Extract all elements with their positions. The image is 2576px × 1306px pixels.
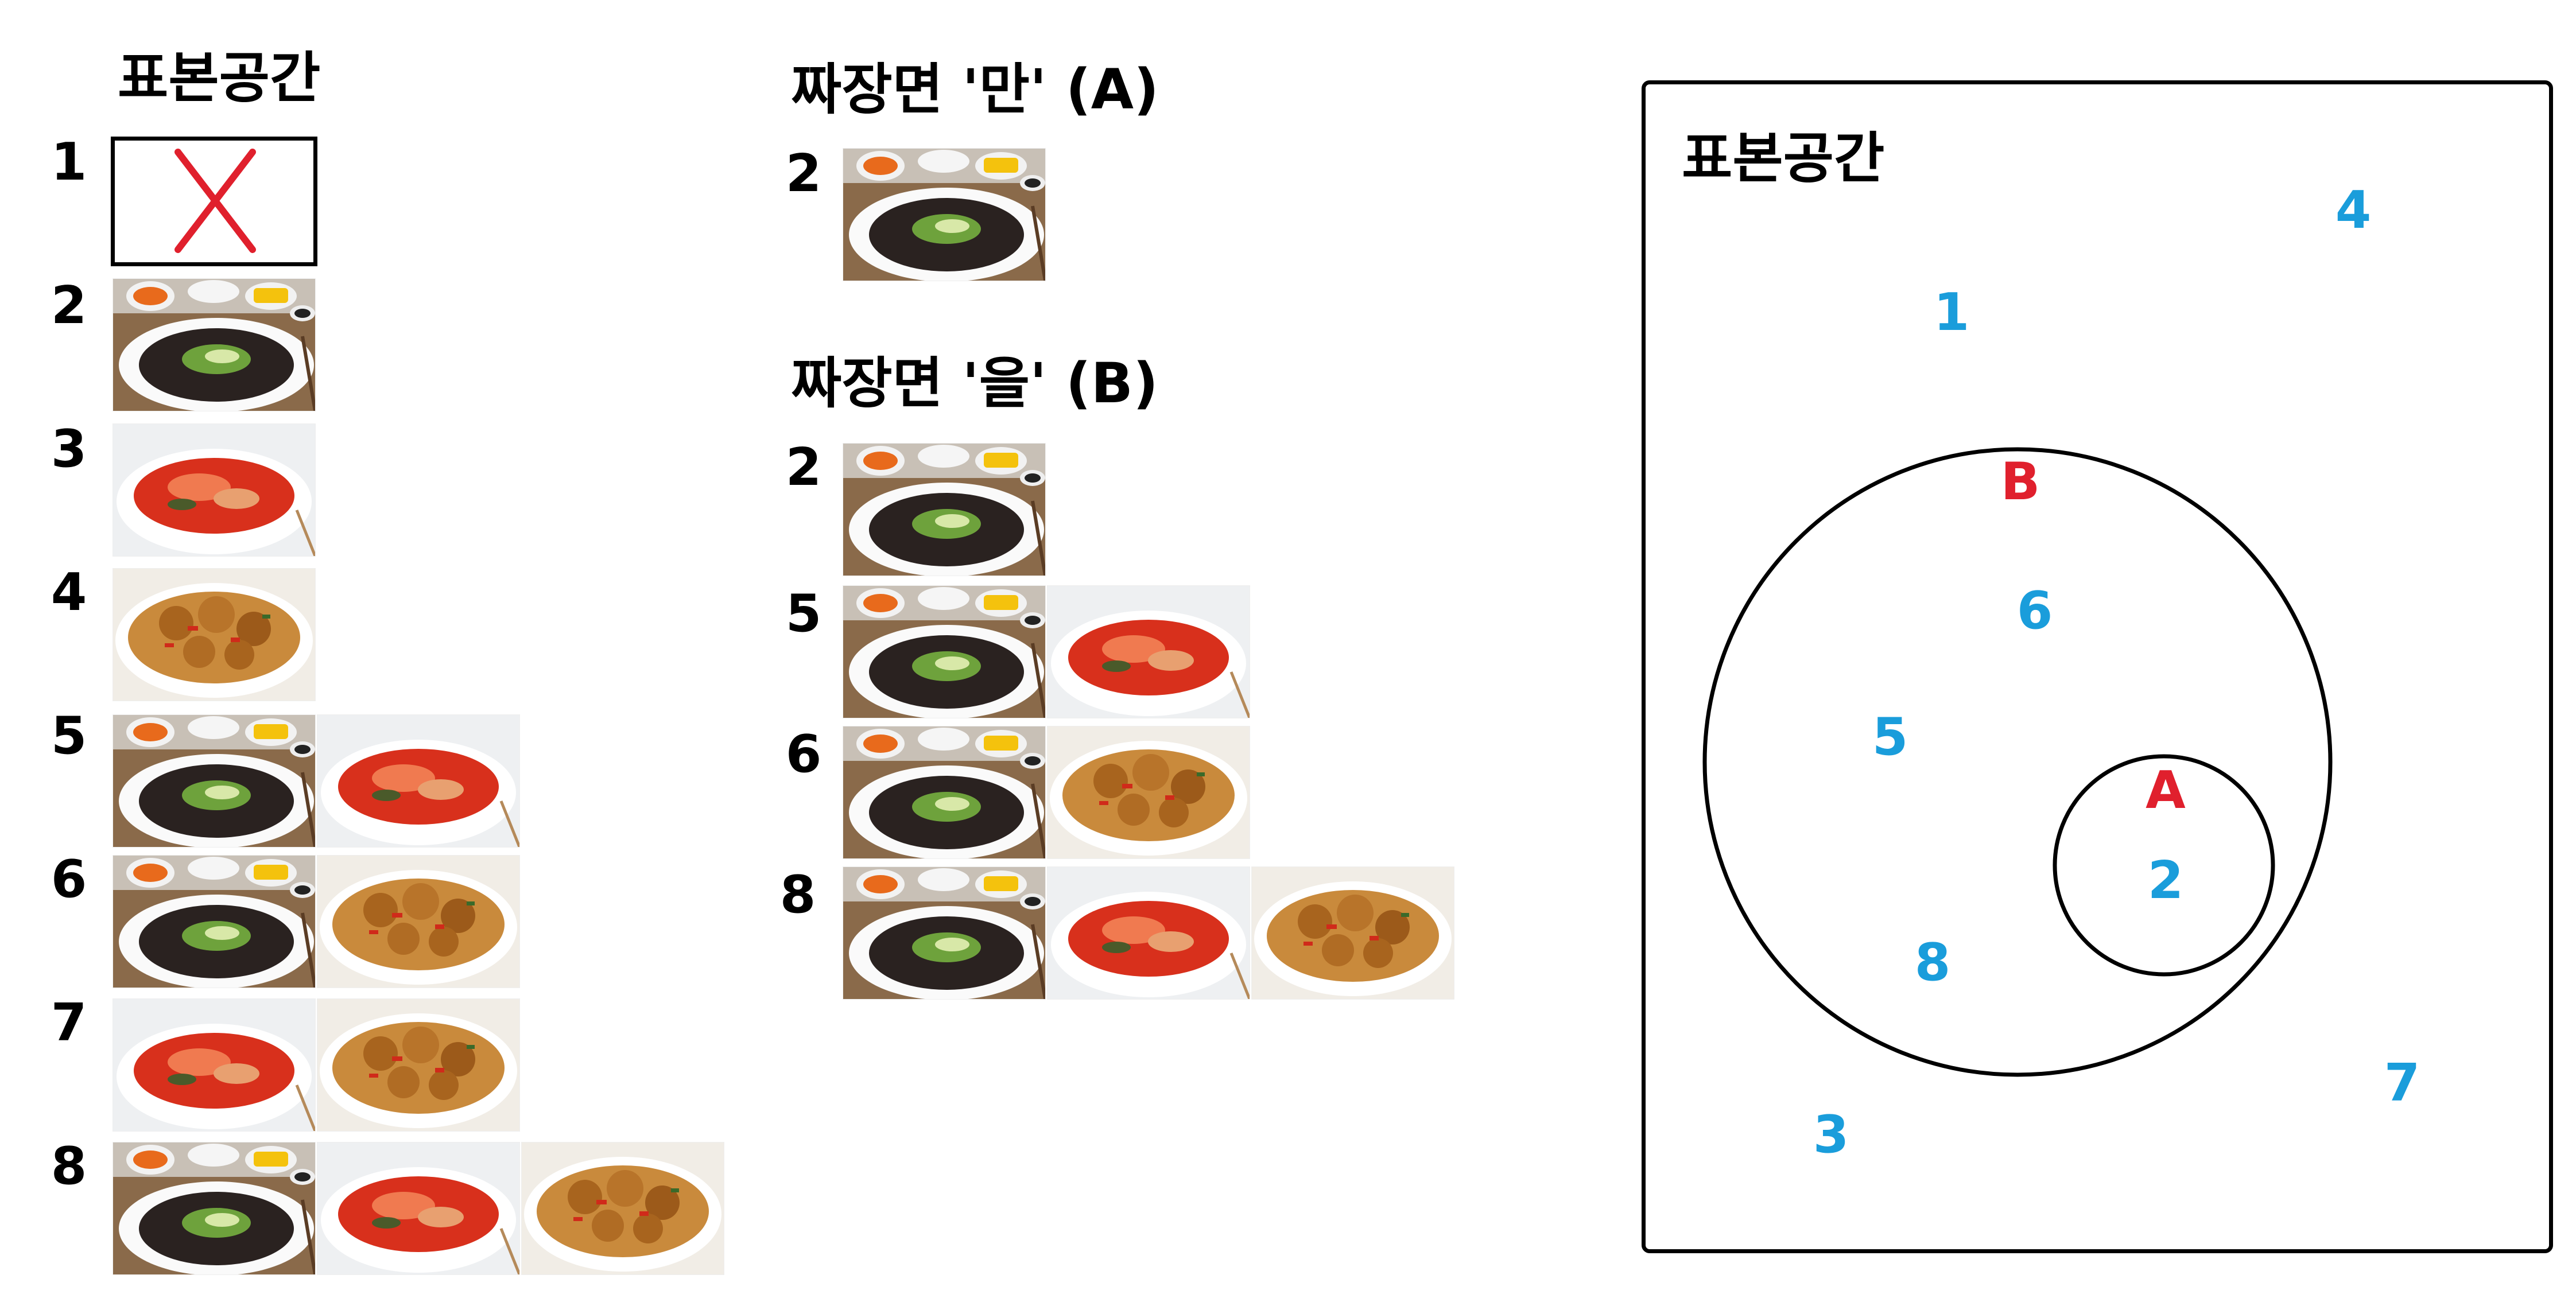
- venn-element-6: 6: [2016, 581, 2053, 641]
- row-label-3: 3: [51, 419, 87, 479]
- jjajangmyeon-image: [112, 1142, 316, 1275]
- jjajangmyeon-image: [843, 726, 1046, 859]
- jjajangmyeon-image: [112, 278, 316, 411]
- set-b-label: B: [2000, 452, 2040, 512]
- venn-element-8: 8: [1914, 932, 1951, 993]
- venn-element-2: 2: [2147, 850, 2184, 911]
- row-label-1: 1: [51, 132, 87, 192]
- set-b-circle: [1702, 447, 2333, 1077]
- venn-element-3: 3: [1813, 1105, 1849, 1165]
- tangsuyuk-image: [1251, 866, 1454, 1000]
- jjajangmyeon-image: [843, 148, 1046, 281]
- red-x-icon: [174, 149, 256, 253]
- event-a-row-label: 2: [785, 143, 822, 204]
- row-label-7: 7: [51, 993, 87, 1053]
- tangsuyuk-image: [317, 855, 520, 988]
- set-a-label: A: [2146, 760, 2186, 821]
- jjamppong-image: [112, 998, 316, 1132]
- venn-title: 표본공간: [1682, 126, 1885, 191]
- event-b-row-label-2: 2: [785, 437, 822, 497]
- row-label-5: 5: [51, 706, 87, 766]
- row-label-2: 2: [51, 275, 87, 336]
- venn-element-4: 4: [2335, 180, 2372, 240]
- tangsuyuk-image: [1047, 726, 1250, 859]
- tangsuyuk-image: [112, 568, 316, 701]
- tangsuyuk-image: [317, 998, 520, 1132]
- tangsuyuk-image: [521, 1142, 724, 1275]
- jjajangmyeon-image: [112, 714, 316, 848]
- jjajangmyeon-image: [112, 855, 316, 988]
- event-b-row-label-6: 6: [785, 724, 822, 784]
- event-b-title: 짜장면 '을' (B): [791, 351, 1158, 415]
- row-label-4: 4: [51, 562, 87, 623]
- jjamppong-image: [112, 423, 316, 557]
- venn-frame: [1642, 80, 2553, 1253]
- jjamppong-image: [1047, 866, 1250, 1000]
- event-b-row-label-8: 8: [779, 865, 816, 925]
- jjamppong-image: [317, 714, 520, 848]
- jjamppong-image: [1047, 585, 1250, 718]
- jjajangmyeon-image: [843, 585, 1046, 718]
- empty-set-box: [111, 137, 317, 266]
- row-label-8: 8: [51, 1136, 87, 1196]
- event-a-title: 짜장면 '만' (A): [791, 57, 1159, 122]
- venn-element-7: 7: [2384, 1053, 2420, 1113]
- jjajangmyeon-image: [843, 443, 1046, 576]
- venn-element-5: 5: [1872, 707, 1908, 767]
- sample-space-title: 표본공간: [118, 46, 321, 110]
- set-a-circle: [2053, 754, 2275, 977]
- jjamppong-image: [317, 1142, 520, 1275]
- event-b-row-label-5: 5: [785, 584, 822, 644]
- venn-element-1: 1: [1933, 282, 1970, 343]
- jjajangmyeon-image: [843, 866, 1046, 1000]
- row-label-6: 6: [51, 849, 87, 909]
